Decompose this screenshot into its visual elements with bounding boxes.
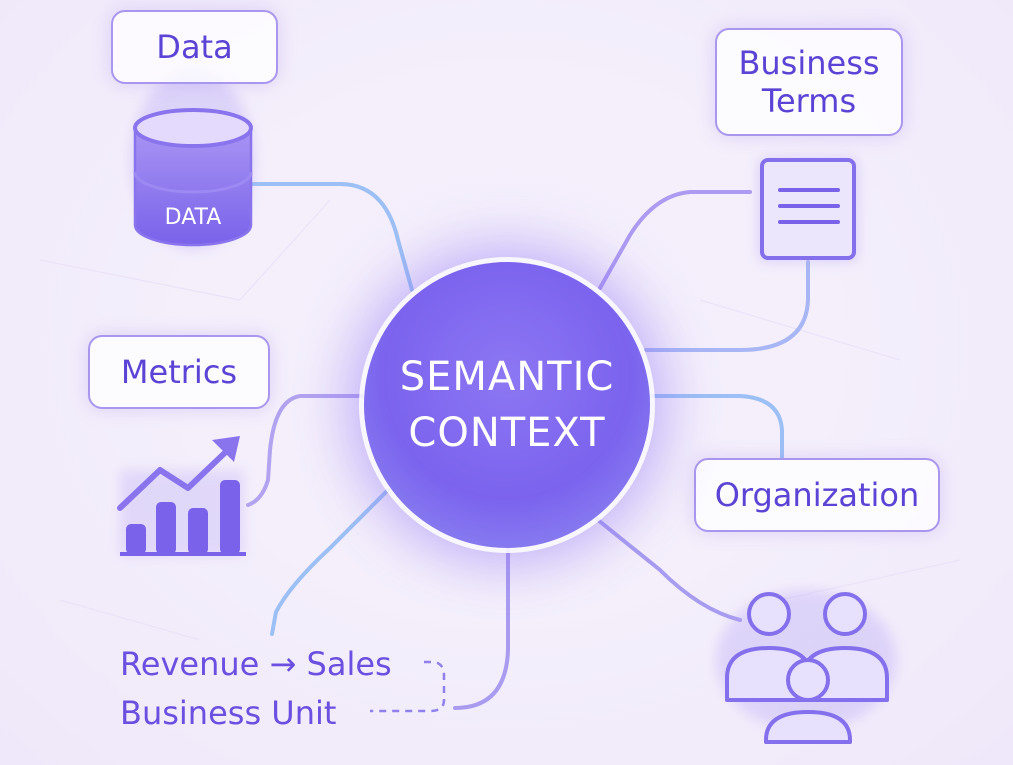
data-label: Data bbox=[156, 28, 233, 66]
connector-revenue bbox=[270, 488, 390, 636]
mapping-line2: Business Unit bbox=[120, 694, 337, 732]
data-label-box: Data bbox=[111, 10, 278, 84]
document-icon bbox=[758, 158, 858, 262]
rising-bar-chart-icon bbox=[117, 436, 246, 556]
business-terms-label-line1: Business bbox=[738, 44, 880, 82]
organization-label: Organization bbox=[714, 476, 920, 514]
metrics-label-box: Metrics bbox=[88, 335, 270, 409]
organization-label-box: Organization bbox=[694, 458, 940, 532]
business-terms-label-line2: Terms bbox=[761, 82, 857, 120]
connector-business-terms-bottom bbox=[644, 260, 810, 352]
business-terms-label-box: Business Terms bbox=[715, 28, 903, 136]
connector-organization bbox=[648, 394, 784, 460]
connector-people bbox=[596, 518, 742, 622]
connector-data bbox=[250, 182, 414, 292]
connector-business-terms-top bbox=[598, 190, 752, 290]
semantic-context-node: SEMANTIC CONTEXT bbox=[364, 262, 650, 548]
connector-business-unit bbox=[453, 546, 510, 710]
center-title-line1: SEMANTIC bbox=[399, 354, 615, 400]
center-title-line2: CONTEXT bbox=[408, 410, 606, 456]
connectors bbox=[246, 182, 810, 710]
connector-metrics bbox=[246, 394, 364, 507]
database-icon-text: DATA bbox=[165, 205, 222, 230]
people-group-icon bbox=[716, 590, 896, 744]
database-icon: DATA bbox=[131, 70, 255, 250]
mapping-line1: Revenue → Sales bbox=[120, 645, 392, 683]
mapping-dashed-connector bbox=[370, 660, 446, 713]
metrics-label: Metrics bbox=[120, 353, 238, 391]
